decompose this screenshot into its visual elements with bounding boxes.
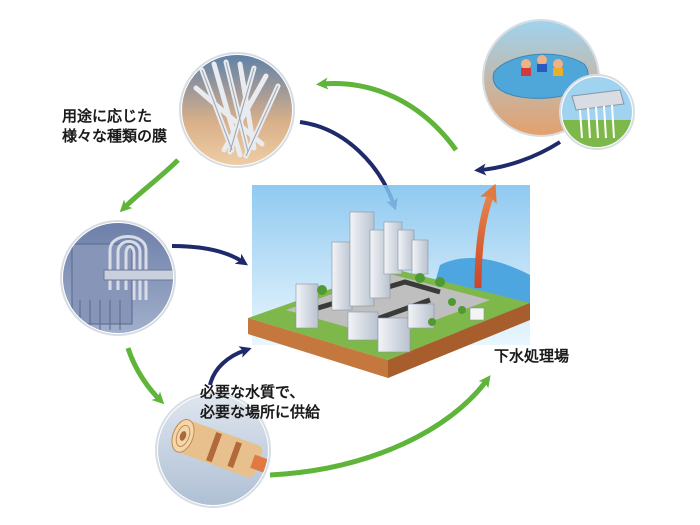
supply-label-line1: 必要な水質で、 — [200, 383, 305, 401]
supply-label: 必要な水質で、 必要な場所に供給 — [200, 382, 320, 422]
membrane-types-label-line1: 用途に応じた — [62, 107, 153, 125]
green-arrow-top — [316, 77, 459, 152]
green-arrow-left — [119, 158, 180, 213]
membrane-types-label: 用途に応じた 様々な種類の膜 — [62, 106, 167, 146]
membrane-module-icon — [60, 220, 176, 336]
spiral-membrane-icon — [155, 392, 271, 508]
sewage-plant-label: 下水処理場 — [494, 347, 570, 365]
orange-arrow — [474, 183, 497, 289]
navy-arrow-right — [474, 140, 562, 176]
membrane-fibers-icon — [179, 52, 295, 168]
swimming-pool-icon — [482, 19, 600, 137]
navy-arrow-left — [171, 244, 248, 266]
green-arrow-lower-left — [125, 347, 165, 405]
membrane-types-label-line2: 様々な種類の膜 — [62, 127, 168, 145]
navy-arrow-lower-left — [208, 346, 252, 386]
supply-label-line2: 必要な場所に供給 — [200, 403, 321, 421]
water-facility-icon — [559, 74, 635, 150]
green-arrow-bottom — [269, 375, 491, 478]
